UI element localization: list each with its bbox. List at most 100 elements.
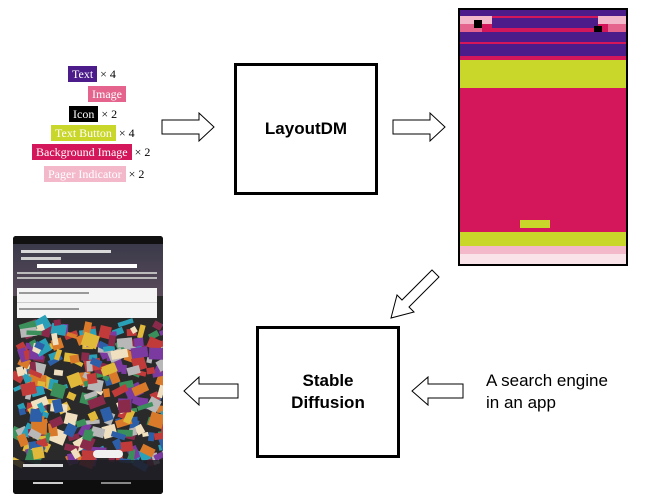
collage-tile (63, 422, 78, 438)
legend-chip-text: Text (68, 66, 98, 82)
collage-tile (90, 426, 106, 439)
collage-image (13, 236, 163, 494)
collage-tile (145, 396, 162, 414)
collage-tile (111, 384, 129, 398)
collage-tile (152, 370, 163, 378)
collage-tile (156, 405, 163, 414)
collage-tile (110, 348, 129, 360)
collage-tile (69, 354, 80, 364)
collage-tile (85, 419, 100, 425)
collage-tile (36, 402, 46, 413)
collage-tile (29, 408, 44, 423)
layout-image-strip-left (460, 24, 482, 32)
layout-text-button-large (460, 60, 626, 88)
legend-row-background-image: Background Image × 2 (32, 144, 150, 160)
legend-count-icon: × 2 (101, 106, 118, 121)
layout-image-strip-right (608, 24, 626, 32)
layout-bottom-bar (460, 254, 626, 264)
layout-text-band (460, 32, 626, 42)
collage-tile (116, 337, 133, 348)
collage-tile (53, 369, 64, 377)
collage-tile (86, 372, 98, 385)
collage-tile (53, 319, 62, 326)
collage-tile (153, 451, 163, 462)
collage-tile (122, 408, 136, 425)
legend-chip-text-button: Text Button (51, 125, 116, 141)
collage-tile (77, 421, 92, 438)
collage-tile (130, 346, 149, 359)
collage-tile (70, 448, 81, 460)
collage-tile (53, 348, 63, 361)
collage-tile (50, 382, 67, 399)
layoutdm-box: LayoutDM (234, 63, 378, 195)
collage-tile (31, 446, 45, 460)
collage-tile (102, 345, 116, 352)
legend-row-text: Text × 4 (68, 66, 116, 82)
stable-diffusion-box: Stable Diffusion (256, 326, 400, 458)
collage-tile (80, 352, 90, 362)
layout-icon-right (594, 26, 602, 34)
legend-count-text-button: × 4 (118, 125, 135, 140)
collage-tile (83, 390, 98, 400)
collage-tile (66, 371, 84, 389)
collage-tile (30, 395, 50, 410)
arrow-layout-to-diffusion (390, 269, 440, 319)
stable-diffusion-label: Stable Diffusion (291, 370, 365, 414)
collage-tile (63, 412, 78, 426)
collage-tile (136, 401, 154, 411)
legend-row-pager-indicator: Pager Indicator × 2 (44, 166, 144, 182)
collage-tile (117, 399, 132, 414)
text-prompt-line2: in an app (486, 393, 556, 412)
collage-tile (82, 321, 93, 335)
stable-diffusion-label-line1: Stable (302, 370, 354, 390)
layout-text-top (460, 10, 626, 16)
legend-count-background-image: × 2 (134, 144, 151, 159)
collage-tile (126, 365, 141, 377)
collage-tile (108, 335, 116, 347)
collage-tile (146, 366, 156, 375)
legend-chip-image: Image (88, 86, 126, 102)
collage-tile (158, 338, 163, 348)
arrow-prompt-to-diffusion (411, 375, 464, 407)
arrow-diffusion-to-screenshot (183, 375, 239, 407)
collage-tile (89, 357, 103, 368)
collage-tile (142, 431, 149, 438)
collage-tile (130, 416, 138, 429)
collage-tile (158, 437, 163, 452)
collage-tile (148, 347, 163, 360)
collage-tile (48, 415, 64, 429)
collage-tile (34, 341, 45, 351)
collage-tile (110, 430, 127, 441)
layoutdm-label: LayoutDM (264, 118, 348, 138)
collage-tile (99, 406, 114, 423)
legend-chip-pager-indicator: Pager Indicator (44, 166, 126, 182)
collage-tile (117, 318, 134, 328)
collage-tile (102, 388, 111, 398)
collage-tile (15, 366, 25, 377)
collage-tile (20, 381, 38, 397)
legend-count-pager-indicator: × 2 (128, 166, 145, 181)
collage-tile (87, 395, 106, 410)
collage-tile (133, 337, 144, 347)
generated-layout (458, 8, 628, 266)
generated-app-screenshot (13, 236, 163, 494)
stable-diffusion-label-line2: Diffusion (291, 393, 365, 412)
collage-tile (87, 410, 99, 422)
collage-tile (27, 428, 42, 441)
collage-tile (18, 407, 27, 416)
collage-tile (16, 433, 29, 448)
collage-tile (156, 384, 163, 399)
layout-text-button-bottom (460, 232, 626, 246)
layout-text-header (492, 18, 598, 28)
collage-tile (131, 396, 149, 406)
collage-tile (13, 370, 25, 384)
collage-tile (98, 324, 112, 340)
collage-tile (75, 418, 87, 428)
collage-tile (120, 441, 134, 453)
collage-tile (51, 332, 59, 346)
collage-tile (147, 411, 163, 429)
collage-tile (100, 362, 118, 377)
collage-tile (51, 398, 64, 414)
legend-chip-background-image: Background Image (32, 144, 132, 160)
